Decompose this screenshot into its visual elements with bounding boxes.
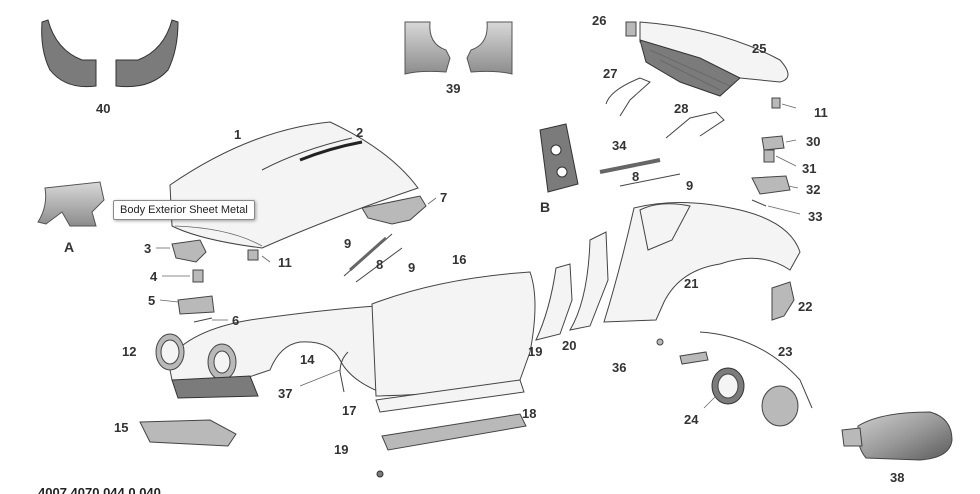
label-5: 5 <box>148 293 155 308</box>
label-25: 25 <box>752 41 766 56</box>
label-12: 12 <box>122 344 136 359</box>
label-19-bottom: 19 <box>334 442 348 457</box>
rear-quarter-panel[interactable] <box>603 201 801 323</box>
label-26: 26 <box>592 13 606 28</box>
hinge-and-struts-left[interactable] <box>343 195 427 283</box>
label-1: 1 <box>234 127 241 142</box>
label-15: 15 <box>114 420 128 435</box>
label-3: 3 <box>144 241 151 256</box>
label-17: 17 <box>342 403 356 418</box>
label-30: 30 <box>806 134 820 149</box>
label-22: 22 <box>798 299 812 314</box>
part-1-2-hood[interactable] <box>169 121 419 249</box>
section-letters: A B <box>64 199 550 255</box>
label-24: 24 <box>684 412 699 427</box>
label-9-c: 9 <box>686 178 693 193</box>
hinge-and-struts-right[interactable] <box>599 158 681 187</box>
label-8-left: 8 <box>376 257 383 272</box>
part-38-cover[interactable] <box>841 411 953 461</box>
footer-cut-text: 4007 4070 044 0 040 <box>38 485 161 494</box>
part-39-panels[interactable] <box>404 21 513 75</box>
label-20: 20 <box>562 338 576 353</box>
label-8-right: 8 <box>632 169 639 184</box>
label-7: 7 <box>440 190 447 205</box>
front-body-section[interactable] <box>139 305 381 447</box>
label-18: 18 <box>522 406 536 421</box>
letter-b: B <box>540 199 550 215</box>
label-38: 38 <box>890 470 904 485</box>
label-16: 16 <box>452 252 466 267</box>
label-36: 36 <box>612 360 626 375</box>
label-2: 2 <box>356 125 363 140</box>
part-40-wheel-arches[interactable] <box>41 19 179 88</box>
label-31: 31 <box>802 161 816 176</box>
label-27: 27 <box>603 66 617 81</box>
label-14: 14 <box>300 352 315 367</box>
hood-hinge-parts[interactable] <box>171 239 259 323</box>
label-11-right: 11 <box>814 105 828 120</box>
letter-a: A <box>64 239 74 255</box>
label-32: 32 <box>806 182 820 197</box>
label-9-b: 9 <box>408 260 415 275</box>
door-and-rocker[interactable] <box>371 271 536 478</box>
label-21: 21 <box>684 276 698 291</box>
label-33: 33 <box>808 209 822 224</box>
label-23: 23 <box>778 344 792 359</box>
right-hinge-parts[interactable] <box>751 97 791 207</box>
label-4: 4 <box>150 269 158 284</box>
label-9-a: 9 <box>344 236 351 251</box>
fuel-door-parts[interactable] <box>656 331 813 427</box>
leader-lines <box>156 103 801 409</box>
engine-lid[interactable] <box>625 21 789 97</box>
label-34: 34 <box>612 138 627 153</box>
label-37: 37 <box>278 386 292 401</box>
label-6: 6 <box>232 313 239 328</box>
label-28: 28 <box>674 101 688 116</box>
part-22[interactable] <box>771 281 795 321</box>
label-40: 40 <box>96 101 110 116</box>
label-19-pillar: 19 <box>528 344 542 359</box>
engine-lid-hinges[interactable] <box>605 77 725 139</box>
part-a-bracket[interactable] <box>37 181 105 227</box>
label-39: 39 <box>446 81 460 96</box>
label-11-left: 11 <box>278 255 292 270</box>
part-b-panel[interactable] <box>539 123 579 193</box>
part-number-labels: 1 2 3 4 5 6 7 8 8 9 9 9 11 11 12 14 15 1… <box>96 13 904 485</box>
tooltip: Body Exterior Sheet Metal <box>113 200 255 220</box>
pillar-parts[interactable] <box>535 231 609 341</box>
